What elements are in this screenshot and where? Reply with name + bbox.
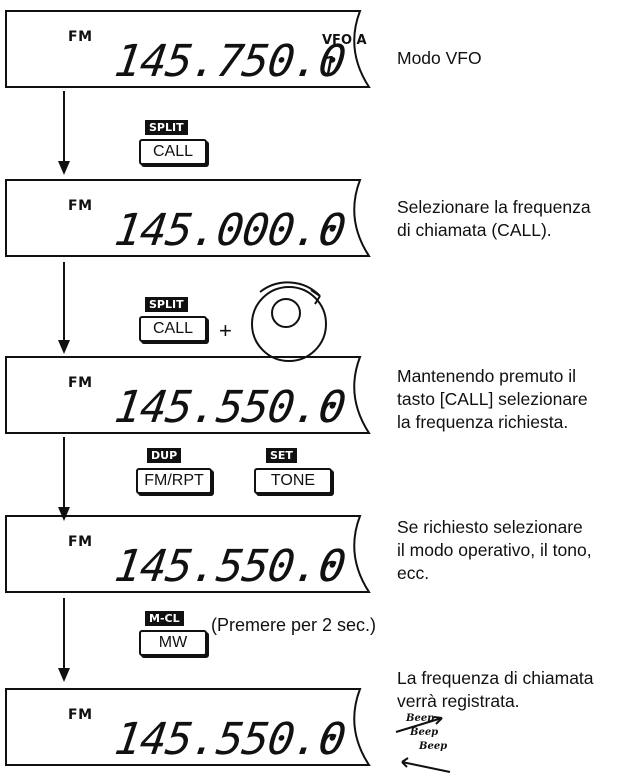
channel-indicator: C (321, 398, 337, 428)
tone-key[interactable]: TONE (254, 468, 332, 494)
set-function-label: SET (266, 448, 297, 463)
step-description: Mantenendo premuto il tasto [CALL] selez… (397, 366, 588, 432)
lcd-display-call: FM 145.550.0 C (5, 356, 371, 436)
beep-label: Beep (419, 741, 448, 752)
lcd-frame (5, 179, 371, 257)
down-arrow-icon (58, 437, 70, 521)
frequency-readout: 145.550.0 (111, 541, 349, 592)
dup-function-label: DUP (147, 448, 182, 463)
lcd-frame (5, 356, 371, 434)
mw-key[interactable]: MW (139, 630, 207, 656)
mode-indicator: FM (68, 534, 93, 550)
channel-indicator: C (321, 730, 337, 760)
step-description: Modo VFO (397, 48, 482, 68)
lcd-display-vfo: FM VFO A 145.750.0 1 (5, 10, 371, 90)
frequency-readout: 145.000.0 (111, 205, 349, 256)
call-key[interactable]: CALL (139, 139, 207, 165)
split-function-label: SPLIT (145, 297, 188, 312)
beep-label: Beep (410, 727, 439, 738)
channel-indicator: 1 (321, 52, 337, 82)
step-description: Se richiesto selezionare il modo operati… (397, 517, 592, 583)
frequency-readout: 145.550.0 (111, 382, 349, 433)
hold-duration-note: (Premere per 2 sec.) (211, 615, 377, 635)
lcd-display-stored: FM 145.550.0 C (5, 688, 371, 768)
lcd-frame (5, 688, 371, 766)
mode-indicator: FM (68, 198, 93, 214)
lcd-display-call: FM 145.000.0 C (5, 179, 371, 259)
channel-indicator: C (321, 221, 337, 251)
split-function-label: SPLIT (145, 120, 188, 135)
channel-indicator: C (321, 557, 337, 587)
frequency-readout: 145.750.0 (111, 36, 349, 87)
lcd-frame (5, 10, 371, 88)
dial-icon[interactable] (238, 274, 340, 366)
down-arrow-icon (58, 91, 70, 175)
beep-arrows-icon (395, 716, 451, 773)
lcd-display-call: FM 145.550.0 C (5, 515, 371, 595)
step-description: Selezionare la frequenza di chiamata (CA… (397, 197, 591, 240)
step-description: La frequenza di chiamata verrà registrat… (397, 668, 594, 711)
frequency-readout: 145.550.0 (111, 714, 349, 765)
mode-indicator: FM (68, 29, 93, 45)
vfo-indicator: VFO A (322, 33, 367, 48)
beep-label: Beep (406, 713, 435, 724)
mode-indicator: FM (68, 375, 93, 391)
mode-indicator: FM (68, 707, 93, 723)
fm-rpt-key[interactable]: FM/RPT (136, 468, 212, 494)
lcd-frame (5, 515, 371, 593)
down-arrow-icon (58, 598, 70, 682)
plus-sign: + (219, 318, 232, 343)
m-cl-function-label: M-CL (145, 611, 184, 626)
call-key[interactable]: CALL (139, 316, 207, 342)
down-arrow-icon (58, 262, 70, 355)
